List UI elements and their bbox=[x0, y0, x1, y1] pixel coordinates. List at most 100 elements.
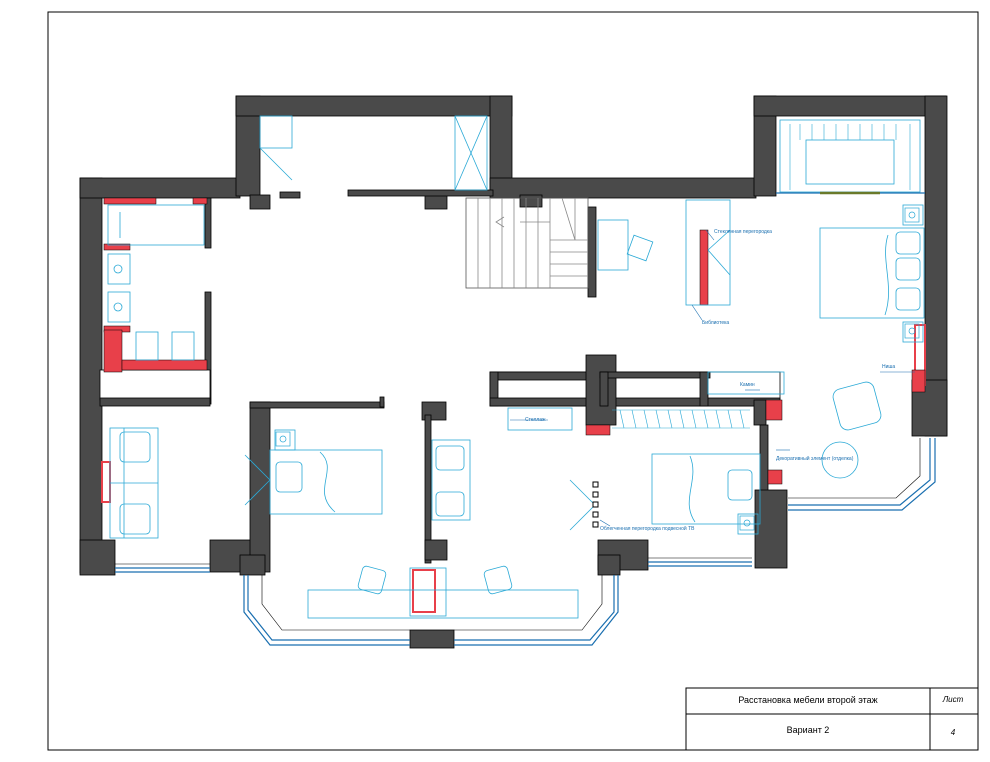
wall-stub bbox=[424, 539, 448, 561]
sink-bowl bbox=[113, 264, 123, 274]
accent-wall bbox=[767, 469, 783, 485]
tv-partition-markers bbox=[592, 481, 599, 528]
wall-corner bbox=[597, 554, 621, 576]
furniture bbox=[107, 115, 925, 619]
hanger-rail bbox=[789, 124, 911, 190]
wall-top-left bbox=[79, 177, 241, 199]
nightstand bbox=[902, 204, 924, 226]
wall-left-outer bbox=[79, 177, 103, 574]
accent-wall bbox=[103, 197, 157, 205]
sofa bbox=[431, 439, 471, 521]
blanket bbox=[688, 455, 696, 523]
wall-stub bbox=[249, 194, 271, 210]
label-rack: Стеллаж bbox=[525, 417, 546, 423]
window-frames bbox=[115, 438, 921, 631]
pillow bbox=[895, 257, 921, 281]
sink bbox=[107, 291, 131, 323]
nightstand bbox=[737, 513, 759, 535]
wall-stub bbox=[519, 194, 543, 208]
desk bbox=[597, 219, 629, 271]
title-block-variant: Вариант 2 bbox=[787, 725, 830, 735]
leader-lines bbox=[510, 229, 915, 527]
cushion bbox=[119, 431, 151, 463]
walls bbox=[79, 95, 948, 649]
toilet bbox=[135, 331, 159, 361]
staircase bbox=[465, 197, 589, 289]
wall-partition-outline bbox=[99, 369, 211, 401]
cabinet bbox=[259, 115, 293, 149]
shower bbox=[454, 115, 488, 191]
armchair bbox=[832, 381, 882, 431]
wall-right-bump-top bbox=[753, 95, 947, 117]
fireplace-unit bbox=[707, 371, 785, 395]
title-block-title: Расстановка мебели второй этаж bbox=[738, 695, 877, 705]
sink-bowl bbox=[113, 302, 123, 312]
accent-wall bbox=[103, 243, 131, 251]
chair bbox=[483, 565, 513, 595]
label-tv-partition: Облегченная перегородка подвесной ТВ bbox=[600, 525, 695, 532]
wall-partition bbox=[249, 401, 385, 409]
wall-block bbox=[599, 371, 609, 407]
wall-block bbox=[489, 397, 781, 407]
master-bed bbox=[819, 227, 925, 319]
label-decorative-wall: Декоративный элемент (отделка) bbox=[776, 455, 854, 462]
red-accents bbox=[101, 197, 926, 613]
blanket bbox=[319, 451, 336, 513]
accent-niche-fill bbox=[911, 369, 926, 393]
title-block-sheet-label: Лист bbox=[942, 695, 964, 704]
chair bbox=[626, 234, 654, 262]
wall-stub bbox=[424, 194, 448, 210]
title-block bbox=[685, 687, 979, 751]
wall-stub bbox=[753, 399, 767, 426]
nightstand bbox=[902, 321, 924, 343]
wall-bump-top bbox=[235, 95, 513, 117]
outlets bbox=[275, 207, 920, 531]
drawing-frame bbox=[47, 11, 979, 751]
bookshelf bbox=[685, 199, 731, 306]
wall-stub bbox=[347, 189, 494, 197]
stair-treads bbox=[477, 197, 588, 288]
wall-block bbox=[599, 371, 711, 379]
wall-partition bbox=[99, 397, 211, 407]
wall-stair bbox=[587, 206, 597, 298]
pillow bbox=[727, 469, 753, 501]
accent-wall bbox=[765, 399, 783, 421]
wardrobe bbox=[779, 119, 921, 193]
wall-partition bbox=[249, 401, 271, 573]
accent-panel bbox=[412, 569, 436, 613]
wall-partition bbox=[424, 414, 432, 564]
accent-wall bbox=[585, 424, 611, 436]
windows bbox=[115, 192, 936, 646]
nightstand bbox=[274, 429, 296, 451]
pillow bbox=[895, 287, 921, 311]
wall-stub bbox=[279, 191, 301, 199]
wall-corner bbox=[239, 554, 266, 576]
bathtub bbox=[107, 204, 205, 246]
label-niche: Ниша bbox=[882, 364, 895, 370]
bed bbox=[269, 449, 383, 515]
rack bbox=[507, 407, 573, 431]
cushion bbox=[435, 445, 465, 471]
wall-block bbox=[489, 371, 601, 381]
wall-partition bbox=[204, 197, 212, 249]
wall-block bbox=[699, 371, 709, 407]
chair bbox=[357, 565, 387, 595]
wall-stub bbox=[379, 396, 385, 408]
label-glass-partition: Стеклянная перегородка bbox=[714, 229, 772, 235]
sink bbox=[107, 253, 131, 285]
accent-wall bbox=[103, 329, 123, 373]
accent-fireplace bbox=[101, 461, 111, 503]
label-library: Библиотека bbox=[702, 320, 729, 326]
pillow bbox=[895, 231, 921, 255]
round-table bbox=[821, 441, 859, 479]
title-block-sheet-number: 4 bbox=[951, 728, 956, 737]
bed bbox=[651, 453, 761, 525]
wall-bottom-pier bbox=[409, 629, 455, 649]
cabinet bbox=[409, 567, 447, 617]
label-fireplace: Камин bbox=[740, 382, 755, 388]
blanket bbox=[884, 234, 889, 316]
accent-wall bbox=[192, 197, 208, 205]
cushion bbox=[119, 503, 151, 535]
